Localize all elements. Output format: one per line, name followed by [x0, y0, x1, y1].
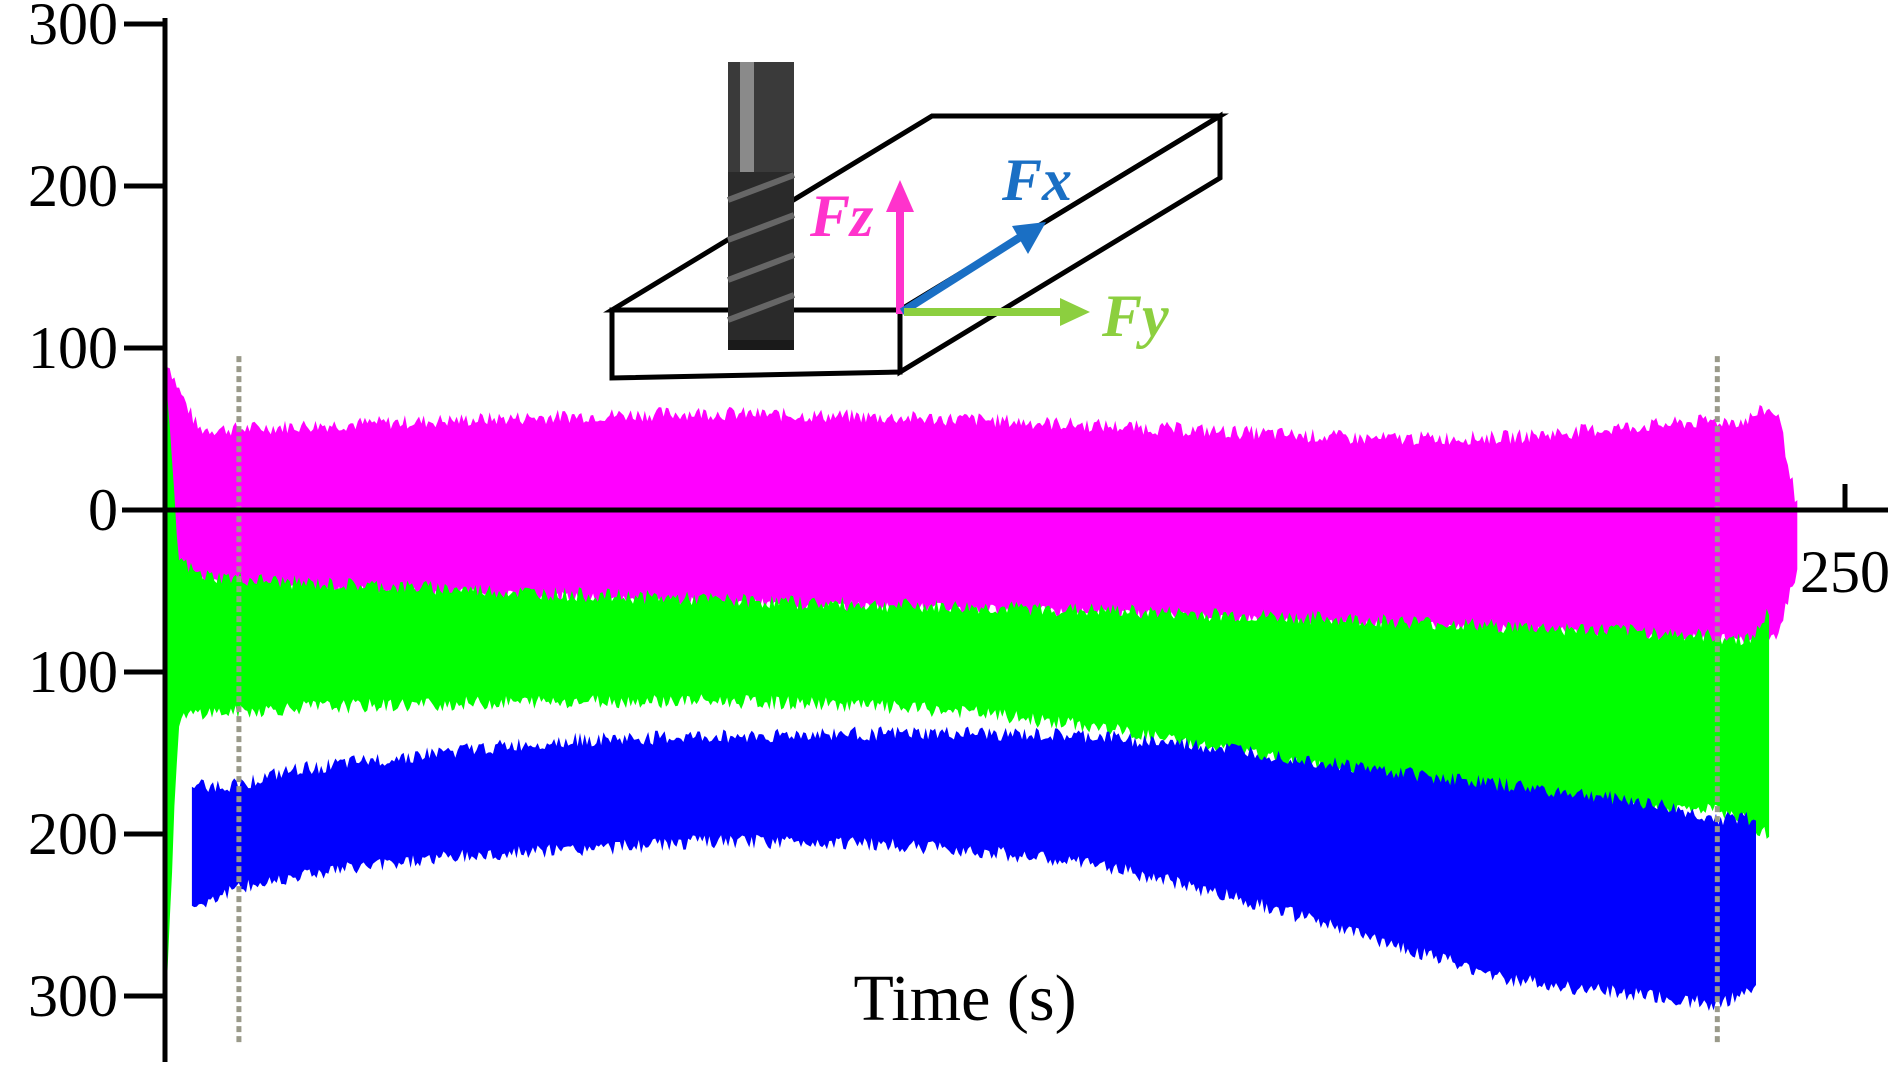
band-fx: [191, 726, 1756, 1011]
y-tick-label: 0: [88, 477, 118, 543]
milling-force-inset: Fz Fx Fy: [603, 62, 1229, 381]
y-tick-label: 100: [28, 639, 118, 705]
fz-label: Fz: [809, 183, 874, 249]
fx-arrowhead: [1012, 222, 1046, 254]
tick-labels: 300 200 100 0 100 200 300 250: [28, 0, 1890, 1029]
y-tick-label: 300: [28, 0, 118, 57]
fx-label: Fx: [1001, 147, 1072, 213]
band-fz: [165, 356, 1798, 649]
axes: [122, 18, 1888, 1062]
end-mill-tool-icon: [726, 62, 796, 350]
band-fy: [165, 359, 1770, 1031]
y-tick-label: 200: [28, 153, 118, 219]
force-bands: [165, 356, 1798, 1031]
x-axis-title: Time (s): [853, 962, 1076, 1035]
fz-arrowhead: [886, 180, 914, 212]
fy-label: Fy: [1101, 283, 1169, 349]
y-tick-label: 300: [28, 963, 118, 1029]
fy-arrowhead: [1060, 298, 1090, 326]
fx-arrow: [899, 232, 1025, 316]
y-tick-label: 100: [28, 315, 118, 381]
y-tick-label: 200: [28, 801, 118, 867]
reference-lines: [236, 356, 1720, 1045]
x-tick-label: 250: [1800, 539, 1890, 605]
